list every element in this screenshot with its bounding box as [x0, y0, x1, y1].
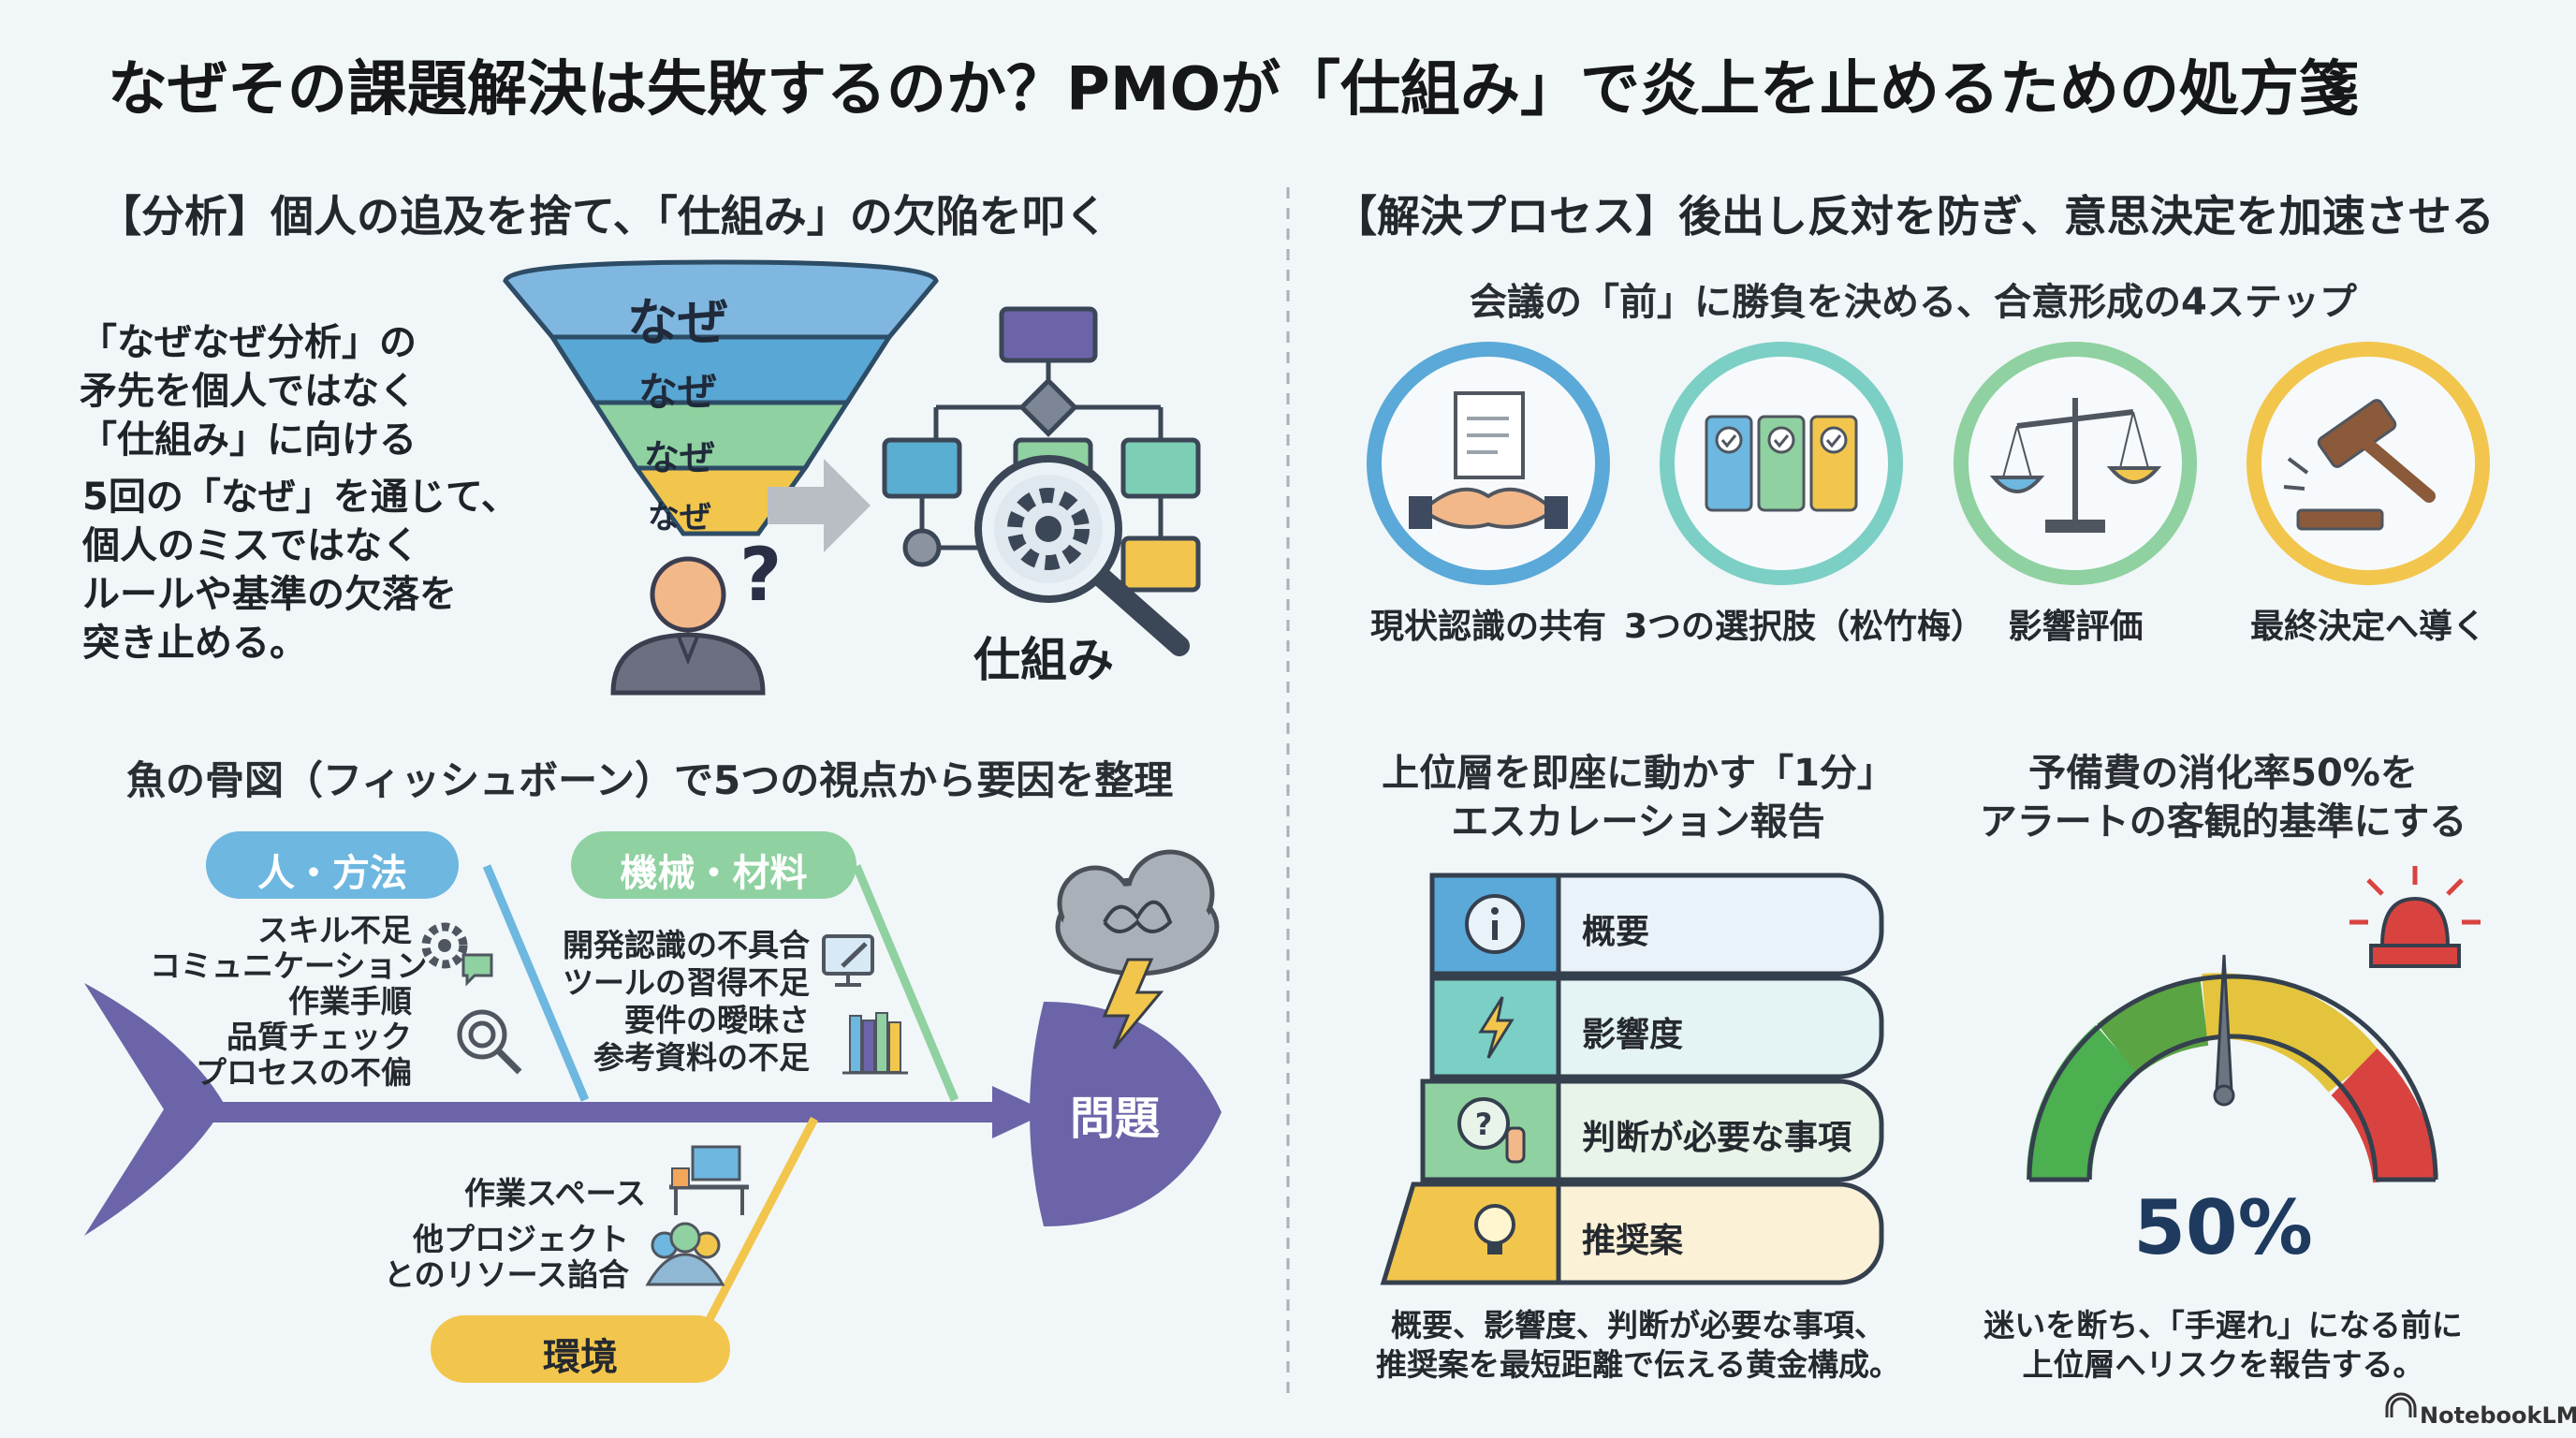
step-label-2: 3つの選択肢（松竹梅）: [1624, 608, 1985, 646]
system-label: 仕組み: [973, 633, 1114, 687]
funnel-label-2: なぜ: [638, 369, 718, 415]
person-icon: [610, 556, 766, 696]
step-label-1: 現状認識の共有: [1369, 608, 1606, 646]
funnel-label-1: なぜ: [627, 293, 728, 352]
alarm-light-icon: [2349, 866, 2481, 968]
system-flowchart-icon: [882, 306, 1201, 593]
funnel-label-4: なぜ: [648, 499, 711, 536]
page-title: なぜその課題解決は失敗するのか？PMOが「仕組み」で炎上を止めるための処方箋: [108, 55, 2359, 125]
funnel-to-system-arrow: [768, 459, 871, 552]
process-heading: 【解決プロセス】後出し反対を防ぎ、意思決定を加速させる: [1334, 191, 2495, 242]
gear-chat-icon: [421, 922, 493, 987]
question-mark: ?: [739, 534, 783, 618]
books-icon: [842, 1012, 908, 1075]
escalation-caption: 概要、影響度、判断が必要な事項、 推奨案を最短距離で伝える黄金構成。: [1375, 1307, 1900, 1383]
budget-caption: 迷いを断ち、「手遅れ」になる前に 上位層へリスクを報告する。: [1983, 1307, 2463, 1383]
bone-env: [703, 1116, 818, 1328]
budget-heading: 予備費の消化率50%を アラートの客観的基準にする: [1979, 752, 2467, 844]
bone-people: [482, 864, 590, 1102]
cat-env-pill: [431, 1315, 730, 1383]
env-item-2: 他プロジェクト とのリソース諂合: [383, 1221, 629, 1293]
fishbone-diagram: [84, 831, 1222, 1383]
bone-machine: [852, 864, 959, 1102]
env-item-1: 作業スペース: [463, 1175, 646, 1211]
cat-machine-label: 機械・材料: [620, 852, 808, 895]
cat-env-label: 環境: [543, 1336, 618, 1379]
escalation-row-1: 概要: [1582, 913, 1650, 951]
fish-head: [1030, 1002, 1222, 1226]
step-circle-1: [1367, 342, 1610, 585]
eye-target-icon: [457, 1009, 522, 1075]
analysis-text-1: 「なぜなぜ分析」の 矛先を個人ではなく 「仕組み」に向ける: [80, 321, 417, 462]
step-circle-4: [2247, 342, 2490, 585]
analysis-heading: 【分析】個人の追及を捨て、「仕組み」の欠陥を叩く: [98, 191, 1108, 242]
svg-text:?: ?: [1475, 1107, 1493, 1142]
machine-items: 開発認識の不具合 ツールの習得不足 要件の曖昧さ 参考資料の不足: [563, 927, 810, 1076]
gauge-value: 50%: [2133, 1184, 2313, 1271]
funnel-label-3: なぜ: [644, 437, 716, 478]
monitor-wrench-icon: [822, 934, 874, 987]
step-circle-2: [1660, 342, 1903, 585]
storm-cloud-icon: [1055, 849, 1220, 1049]
cat-people-label: 人・方法: [257, 852, 407, 895]
escalation-stack: ?: [1380, 873, 1884, 1285]
cat-machine-pill: [571, 831, 856, 899]
desk-icon: [669, 1145, 749, 1215]
step-label-3: 影響評価: [2008, 608, 2144, 646]
analysis-text-2: 5回の「なぜ」を通じて、 個人のミスではなく ルールや基準の欠落を 突き止める。: [82, 476, 519, 665]
process-subheading: 会議の「前」に勝負を決める、合意形成の4ステップ: [1470, 281, 2357, 324]
escalation-row-3: 判断が必要な事項: [1582, 1119, 1852, 1157]
people-group-icon: [645, 1222, 725, 1286]
step-label-4: 最終決定へ導く: [2249, 608, 2486, 646]
budget-gauge: [2026, 954, 2438, 1184]
escalation-heading: 上位層を即座に動かす「1分」 エスカレーション報告: [1382, 752, 1895, 844]
escalation-row-2: 影響度: [1582, 1016, 1684, 1054]
magnifier-gear-icon: [974, 455, 1190, 656]
notebooklm-logo-icon: [2385, 1392, 2417, 1417]
step-circle-3: [1954, 342, 2197, 585]
why-funnel: [503, 259, 939, 536]
escalation-row-4: 推奨案: [1582, 1222, 1684, 1260]
fishbone-heading: 魚の骨図（フィッシュボーン）で5つの視点から要因を整理: [126, 757, 1174, 803]
problem-label: 問題: [1070, 1093, 1161, 1145]
people-items: スキル不足 コミュニケーション 作業手順 品質チェック プロセスの不偏: [150, 912, 428, 1091]
cat-people-pill: [206, 831, 459, 899]
brand-label: NotebookLM: [2420, 1402, 2576, 1429]
